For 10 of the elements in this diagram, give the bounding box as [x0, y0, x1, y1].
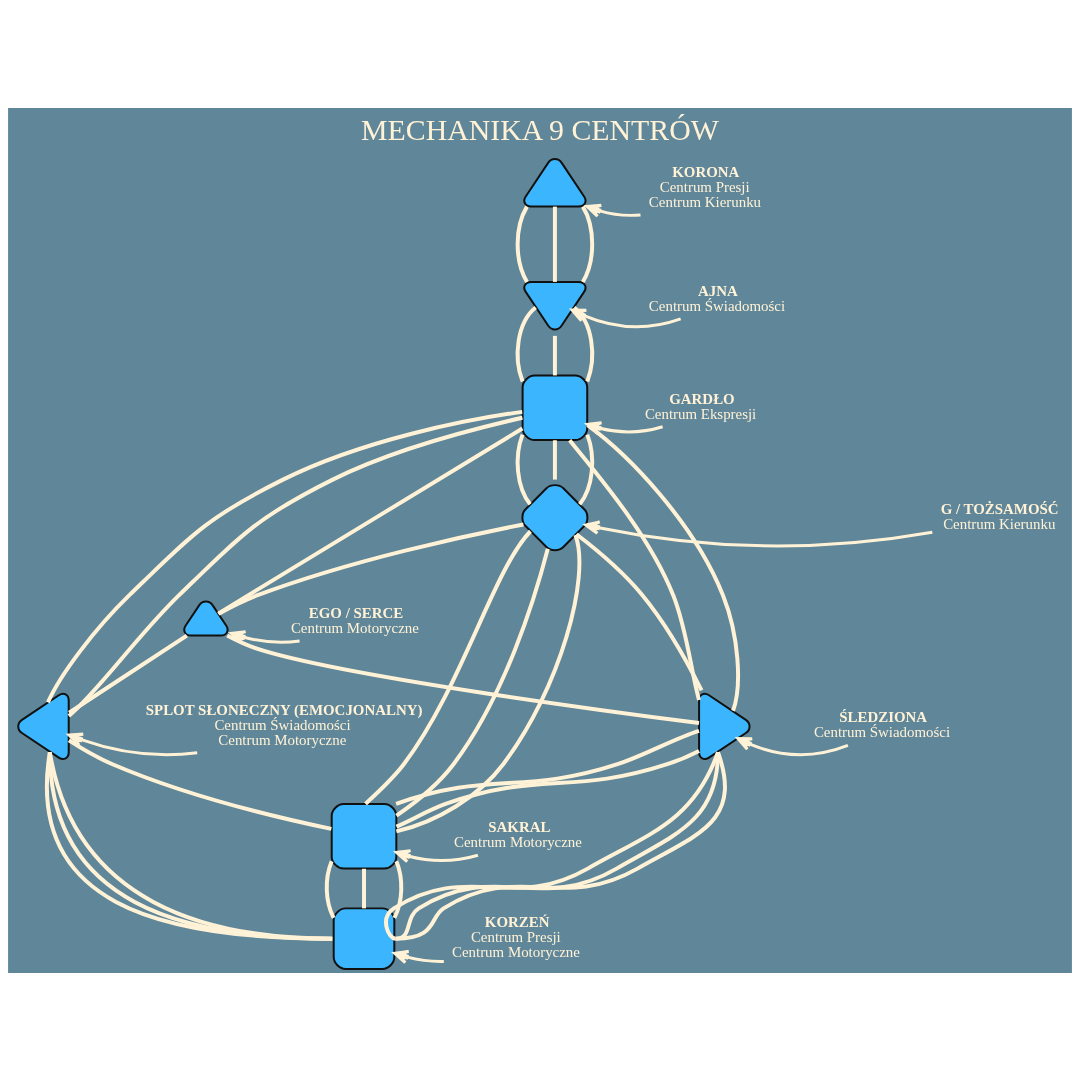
node-text: GARDŁO Centrum Ekspresji: [644, 390, 757, 422]
node-text: KORZEŃ Centrum Presji Centrum Motoryczne: [452, 913, 580, 960]
node-text: KORONA Centrum Presji Centrum Kierunku: [648, 163, 762, 210]
diagram-title: MECHANIKA 9 CENTRÓW: [361, 112, 719, 146]
node-text: ŚLEDZIONA Centrum Świadomości: [813, 708, 951, 740]
node-text: G / TOŻSAMOŚĆ Centrum Kierunku: [940, 500, 1059, 532]
node-text: SAKRAL Centrum Motoryczne: [454, 818, 582, 850]
node-text: AJNA Centrum Świadomości: [648, 282, 786, 314]
node-text: SPLOT SŁONECZNY (EMOCJONALNY) Centrum Świadomości Centrum Motoryczne: [145, 701, 423, 748]
node-text: EGO / SERCE Centrum Motoryczne: [290, 604, 419, 636]
